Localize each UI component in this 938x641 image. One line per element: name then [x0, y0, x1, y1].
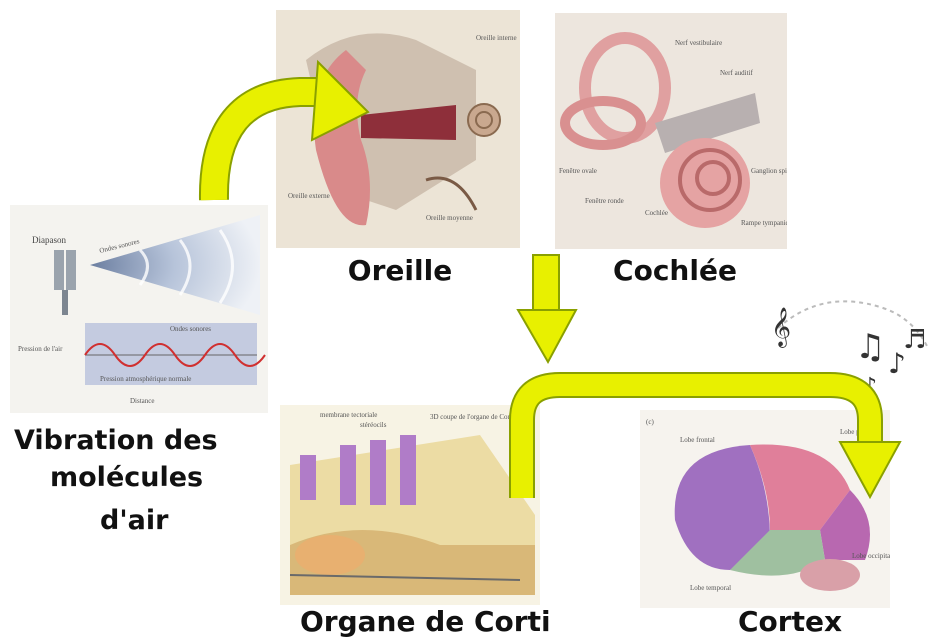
vibration-label-2: Ondes sonores [170, 325, 211, 333]
caption-cortex: Cortex [720, 605, 860, 638]
vibration-label-3: Pression de l'air [18, 345, 63, 353]
tuning-fork-icon [54, 250, 64, 290]
cerebellum [800, 559, 860, 591]
caption-oreille: Oreille [330, 254, 470, 287]
ear-label-2: Oreille moyenne [426, 214, 473, 222]
cochlea-label-5: Ganglion spiral [751, 167, 787, 175]
vibration-panel: Diapason Ondes sonores Ondes sonores Pre… [10, 205, 268, 413]
ear-panel: Oreille interne Oreille externe Oreille … [276, 10, 520, 248]
cochlea-panel: Nerf vestibulaire Nerf auditif Fenêtre o… [555, 13, 787, 249]
brain-illustration: (c) Lobe frontal Lobe pariétal Lobe temp… [640, 410, 890, 608]
corti-illustration: membrane tectoriale stéréocils 3D coupe … [280, 405, 540, 605]
caption-vibration-line3: d'air [100, 505, 250, 536]
cortex-label-1: Lobe frontal [680, 436, 715, 444]
corti-tunnel [295, 535, 365, 575]
corti-panel: membrane tectoriale stéréocils 3D coupe … [280, 405, 540, 605]
inner-ear-cochlea [468, 104, 500, 136]
ear-label-1: Oreille externe [288, 192, 330, 200]
cochlea-label-0: Nerf vestibulaire [675, 39, 722, 47]
caption-cochlee: Cochlée [595, 254, 755, 287]
semicircular-canal [585, 38, 665, 138]
cochlea-illustration: Nerf vestibulaire Nerf auditif Fenêtre o… [555, 13, 787, 249]
corti-label-1: stéréocils [360, 421, 387, 429]
music-notes-icon: 𝄞 ♫ ♪ ♬ ♪ [763, 288, 938, 403]
caption-corti: Organe de Corti [300, 605, 540, 638]
arrow-cochlea-to-corti [533, 255, 559, 313]
svg-text:𝄞: 𝄞 [771, 307, 791, 348]
vibration-label-0: Diapason [32, 235, 66, 245]
svg-text:♪: ♪ [863, 374, 877, 399]
cochlea-label-2: Fenêtre ovale [559, 167, 597, 175]
cochlea-label-3: Fenêtre ronde [585, 197, 624, 205]
caption-vibration-line2: molécules [50, 462, 250, 493]
caption-vibration-line1: Vibration des [14, 425, 234, 456]
vibration-illustration: Diapason Ondes sonores Ondes sonores Pre… [10, 205, 268, 413]
svg-text:♬: ♬ [903, 325, 926, 355]
cortex-label-0: (c) [646, 418, 654, 426]
cortex-label-3: Lobe temporal [690, 584, 731, 592]
cortex-label-2: Lobe pariétal [840, 428, 877, 436]
ear-label-0: Oreille interne [476, 34, 517, 42]
svg-text:♫: ♫ [855, 327, 885, 367]
arrow-head-2 [518, 310, 576, 362]
cortex-label-4: Lobe occipital [852, 552, 890, 560]
cochlea-label-6: Rampe tympanique [741, 219, 787, 227]
sound-wave-cone [90, 215, 260, 315]
cochlea-label-4: Cochlée [645, 209, 668, 217]
ear-illustration: Oreille interne Oreille externe Oreille … [276, 10, 520, 248]
cortex-panel: (c) Lobe frontal Lobe pariétal Lobe temp… [640, 410, 890, 608]
corti-label-0: membrane tectoriale [320, 411, 377, 419]
vibration-label-5: Distance [130, 397, 155, 405]
corti-label-2: 3D coupe de l'organe de Corti [430, 413, 514, 421]
vibration-label-4: Pression atmosphérique normale [100, 375, 191, 383]
cochlea-label-1: Nerf auditif [720, 69, 754, 77]
